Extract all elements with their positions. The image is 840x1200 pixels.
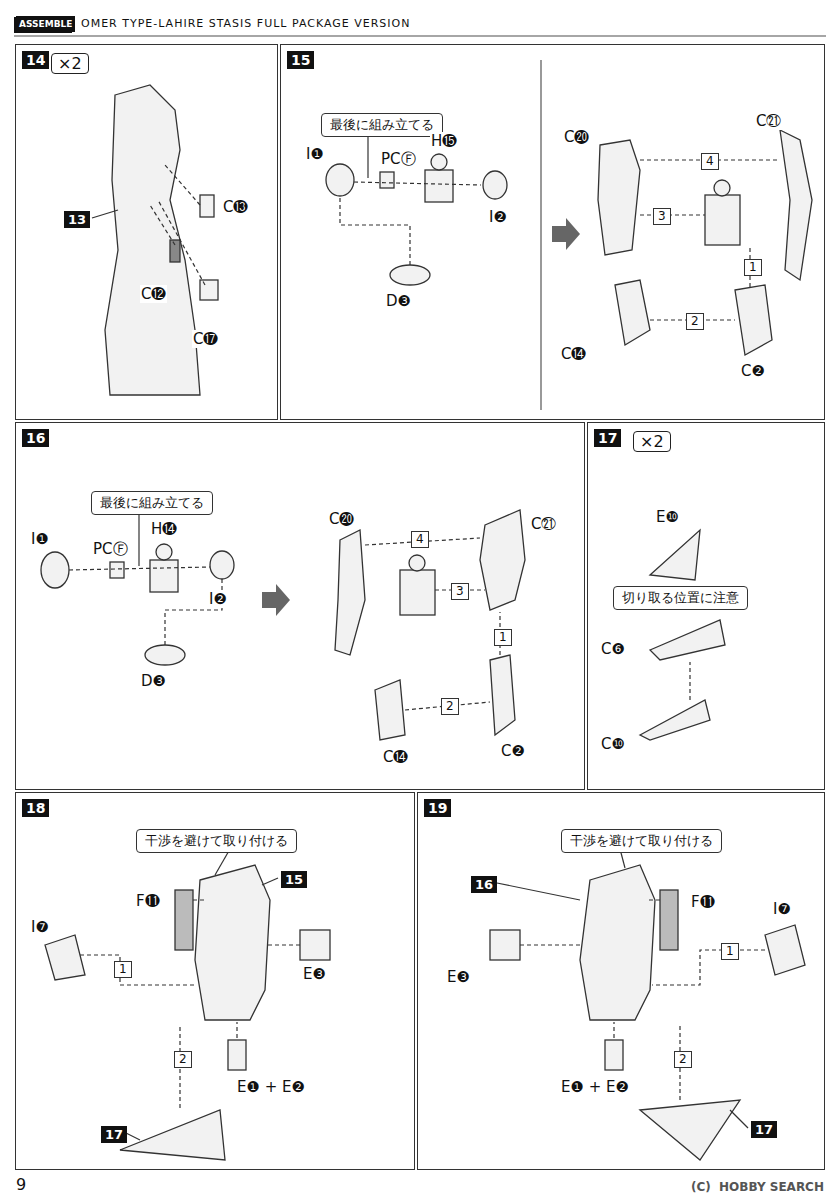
box-text: 2: [679, 1052, 687, 1066]
box-text: 1: [749, 260, 757, 274]
part-label: C❻: [600, 640, 626, 658]
assembly-ref-box: 17: [751, 1121, 777, 1138]
quantity-box: ×2: [633, 431, 671, 452]
order-number-box: 4: [701, 153, 719, 170]
note-box: 切り取る位置に注意: [613, 586, 748, 610]
assembly-ref-box: 15: [281, 871, 307, 888]
box-text: ×2: [640, 432, 664, 451]
step-panel: 18 干渉を避けて取り付ける 15 1 2 17: [15, 792, 415, 1170]
step-panel: 14 ×2 13: [15, 44, 278, 420]
step-number: 17: [594, 429, 621, 447]
box-text: 干渉を避けて取り付ける: [570, 833, 713, 848]
order-number-box: 2: [441, 698, 459, 715]
part-label: C㉑: [530, 515, 557, 533]
part-label: E❸: [302, 965, 327, 983]
order-number-box: 4: [411, 531, 429, 548]
part-label: E❿: [655, 508, 680, 526]
part-label: C⓴: [563, 128, 590, 146]
note-box: 干渉を避けて取り付ける: [561, 829, 722, 853]
assembly-ref-box: 13: [64, 211, 90, 228]
box-text: 16: [475, 877, 493, 892]
box-text: 2: [179, 1052, 187, 1066]
part-label: C⓴: [328, 510, 355, 528]
box-text: 2: [691, 314, 699, 328]
order-number-box: 2: [674, 1051, 692, 1068]
section-tab: ASSEMBLE: [16, 16, 75, 32]
order-number-box: 3: [653, 208, 671, 225]
note-box: 干渉を避けて取り付ける: [136, 829, 297, 853]
box-text: 最後に組み立てる: [100, 495, 204, 510]
step-panel: 19 干渉を避けて取り付ける 16 1 2 17: [417, 792, 825, 1170]
box-text: 1: [119, 962, 127, 976]
part-label: C㉑: [755, 112, 782, 130]
part-label: F⓫: [135, 892, 161, 910]
box-text: 3: [658, 209, 666, 223]
step-number: 18: [22, 799, 49, 817]
part-label: D❸: [140, 672, 167, 690]
part-label: E❶ + E❷: [236, 1078, 306, 1096]
part-label: E❸: [446, 968, 471, 986]
box-text: 3: [456, 584, 464, 598]
part-label: F⓫: [690, 893, 716, 911]
page-number: 9: [15, 1176, 27, 1194]
part-label: PCⒻ: [380, 150, 417, 168]
part-label: I❼: [30, 918, 50, 936]
box-text: 17: [105, 1127, 123, 1142]
box-text: 最後に組み立てる: [330, 117, 434, 132]
part-label: C⓱: [192, 330, 219, 348]
part-label: PCⒻ: [92, 540, 129, 558]
part-label: C⓮: [382, 748, 409, 766]
part-label: H⓮: [150, 520, 178, 538]
part-label: C❿: [600, 735, 626, 753]
order-number-box: 2: [174, 1051, 192, 1068]
box-text: 干渉を避けて取り付ける: [145, 833, 288, 848]
box-text: 1: [726, 944, 734, 958]
part-label: C❷: [740, 362, 766, 380]
assembly-ref-box: 16: [471, 876, 497, 893]
part-label: H⓯: [430, 132, 458, 150]
box-text: 4: [416, 532, 424, 546]
order-number-box: 3: [451, 583, 469, 600]
box-text: 2: [446, 699, 454, 713]
step-number: 14: [22, 51, 49, 69]
part-label: I❶: [305, 145, 325, 163]
box-text: ×2: [58, 54, 82, 73]
part-label: C⓮: [560, 345, 587, 363]
assembly-ref-box: 17: [101, 1126, 127, 1143]
part-label: C⓬: [140, 285, 167, 303]
box-text: 13: [68, 212, 86, 227]
order-number-box: 1: [744, 259, 762, 276]
part-label: C❷: [500, 742, 526, 760]
part-label: I❶: [30, 530, 50, 548]
order-number-box: 1: [114, 961, 132, 978]
watermark: (C): [690, 1178, 712, 1196]
page-title: OMER TYPE-LAHIRE STASIS FULL PACKAGE VER…: [80, 16, 411, 32]
part-label: I❷: [208, 590, 228, 608]
box-text: 切り取る位置に注意: [622, 590, 739, 605]
quantity-box: ×2: [51, 53, 89, 74]
order-number-box: 2: [686, 313, 704, 330]
step-number: 16: [22, 429, 49, 447]
box-text: 15: [285, 872, 303, 887]
box-text: 4: [706, 154, 714, 168]
step-number: 15: [287, 51, 314, 69]
box-text: 17: [755, 1122, 773, 1137]
part-label: E❶ + E❷: [560, 1078, 630, 1096]
step-number: 19: [424, 799, 451, 817]
watermark: HOBBY SEARCH: [718, 1178, 825, 1196]
order-number-box: 1: [721, 943, 739, 960]
order-number-box: 1: [494, 629, 512, 646]
box-text: 1: [499, 630, 507, 644]
part-label: C⓭: [222, 198, 249, 216]
part-label: D❸: [385, 292, 412, 310]
note-box: 最後に組み立てる: [321, 113, 443, 137]
part-label: I❼: [772, 900, 792, 918]
step-panel: 16 最後に組み立てる 4 3 1 2: [15, 422, 585, 790]
note-box: 最後に組み立てる: [91, 491, 213, 515]
part-label: I❷: [488, 208, 508, 226]
